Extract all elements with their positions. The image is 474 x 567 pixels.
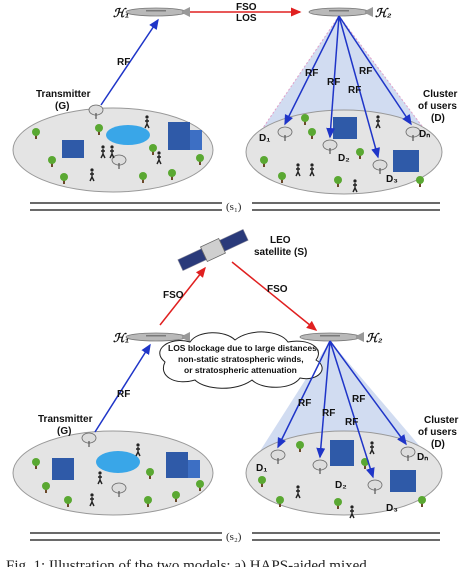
cluster-sub-label: of users (418, 427, 457, 438)
user-d3-label: D₃ (386, 503, 398, 514)
haps-h1-label: ℋ₁ (113, 6, 129, 20)
fso-link-label: FSO (236, 2, 257, 13)
scheme-s1-label: (s₁) (226, 201, 242, 213)
transmitter-label: Transmitter (36, 89, 91, 100)
user-d1-label: D₁ (259, 133, 270, 144)
cloud-text-line: non-static stratospheric winds, (178, 354, 304, 364)
haps-h1-label: ℋ₁ (113, 331, 129, 345)
rf-downlink-d1-arrow (277, 340, 331, 449)
panel-s1: ℋ₁ ℋ₂ FSO LOS RF Transmitter (G (12, 2, 458, 214)
building-right (166, 452, 188, 478)
rf-downlink-dn-arrow (329, 340, 407, 446)
haps-h1-blimp (125, 6, 191, 18)
ground-transmitter (12, 430, 214, 516)
cluster-sub-label: (D) (431, 439, 445, 450)
leo-satellite (177, 228, 249, 272)
rf-downlink-label: RF (352, 394, 365, 405)
building-center (333, 117, 357, 139)
user-d1-label: D₁ (256, 463, 267, 474)
cloud-text-line: or stratospheric attenuation (184, 365, 297, 375)
transmitter-sub-label: (G) (55, 101, 69, 112)
haps-h2-blimp (299, 331, 365, 343)
fso-left-label: FSO (163, 290, 184, 301)
rf-downlink-label: RF (345, 417, 358, 428)
user-d3-label: D₃ (386, 174, 398, 185)
rf-downlink-dn-arrow (338, 15, 412, 126)
rf-downlink-d3-arrow (338, 15, 380, 159)
cluster-sub-label: (D) (431, 113, 445, 124)
rf-downlink-label: RF (305, 68, 318, 79)
rf-uplink-arrow (94, 343, 151, 433)
rf-downlink-d1-arrow (284, 15, 340, 126)
building-center (330, 440, 354, 466)
satellite-label: LEO (270, 235, 291, 246)
transmitter-label: Transmitter (38, 414, 93, 425)
rf-downlink-d3-arrow (329, 340, 375, 479)
rf-downlink-d2-arrow (326, 15, 340, 139)
rf-downlink-d2-arrow (316, 340, 331, 459)
building-right (168, 122, 190, 150)
rf-downlink-label: RF (359, 66, 372, 77)
cluster-sub-label: of users (418, 101, 457, 112)
building-lower-right (390, 470, 416, 492)
fso-right-label: FSO (267, 284, 288, 295)
building-lower-right (393, 150, 419, 172)
ground-cluster (245, 109, 443, 195)
rf-downlink-label: RF (298, 398, 311, 409)
tree (418, 496, 426, 507)
building-right-annex (188, 460, 200, 478)
rf-downlink-label: RF (327, 77, 340, 88)
ground-transmitter (12, 107, 214, 193)
rf-uplink-arrow (100, 18, 159, 106)
separator-gap (222, 198, 252, 214)
cluster-label: Cluster (423, 89, 458, 100)
cluster-label: Cluster (424, 415, 459, 426)
panel-s2: LEO satellite (S) FSO FSO ℋ₁ ℋ₂ LOS bloc… (12, 228, 459, 544)
building-right-annex (190, 130, 202, 150)
fso-up-arrow (159, 266, 206, 326)
user-d2-label: D₂ (338, 153, 350, 164)
scheme-s2-label: (s₂) (226, 531, 242, 543)
cloud-text-line: LOS blockage due to large distances, (168, 343, 319, 353)
los-link-label: LOS (236, 13, 257, 24)
transmitter-sub-label: (G) (57, 426, 71, 437)
separator-gap (222, 528, 252, 544)
blockage-cloud (159, 331, 323, 389)
user-d2-label: D₂ (335, 480, 347, 491)
beam-edge-dashes (247, 15, 441, 151)
rf-downlink-label: RF (348, 85, 361, 96)
haps-h2-blimp (308, 6, 374, 18)
lake (106, 125, 150, 145)
haps-h2-label: ℋ₂ (366, 331, 383, 345)
haps-h2-label: ℋ₂ (375, 6, 392, 20)
user-dn-label: Dₙ (419, 129, 430, 140)
tree (416, 176, 424, 187)
rf-uplink-label: RF (117, 57, 130, 68)
rf-uplink-label: RF (117, 389, 130, 400)
user-dn-label: Dₙ (417, 452, 428, 463)
ground-cluster (245, 430, 443, 516)
satellite-sub-label: satellite (S) (254, 247, 307, 258)
figure-caption: Fig. 1: Illustration of the two models: … (6, 558, 367, 567)
lake (96, 451, 140, 473)
rf-downlink-label: RF (322, 408, 335, 419)
fso-down-arrow (231, 261, 318, 331)
building-left (52, 458, 74, 480)
building-left (62, 140, 84, 158)
